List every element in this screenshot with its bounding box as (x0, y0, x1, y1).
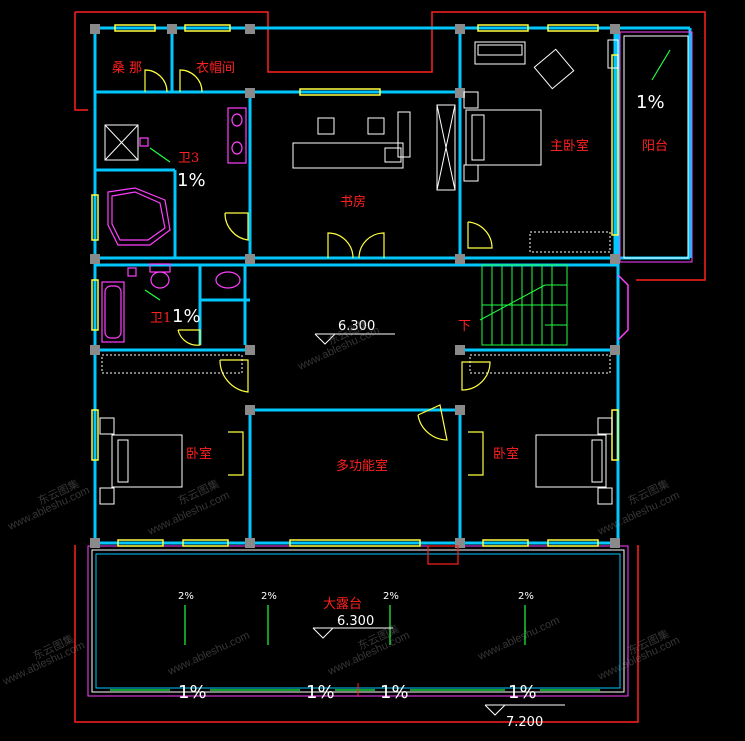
slope-terrace-1: 2% (178, 591, 194, 602)
elevation-base: 7.200 (506, 715, 543, 730)
room-cloakroom: 衣帽间 (196, 60, 235, 76)
walls (93, 26, 692, 545)
master-bedroom-furniture (463, 39, 619, 253)
bathroom-fixtures (101, 107, 247, 343)
slope-edge-4: 1% (508, 682, 537, 703)
watermarks: www.ableshu.com 东云图集 www.ableshu.com 东云图… (0, 316, 681, 688)
bay-window (617, 274, 629, 341)
room-bath1: 卫1 (150, 311, 171, 326)
terrace-door-frame (427, 545, 459, 565)
staircase (479, 264, 568, 346)
elevation-hall: 6.300 (338, 319, 375, 334)
outer-outline (74, 11, 706, 723)
slope-bath1: 1% (172, 306, 201, 327)
slope-balcony: 1% (636, 92, 665, 113)
slope-bath3: 1% (177, 170, 206, 191)
room-bath3: 卫3 (178, 151, 199, 166)
room-bedroom-right: 卧室 (493, 446, 519, 462)
slope-terrace-4: 2% (518, 591, 534, 602)
slope-terrace-2: 2% (261, 591, 277, 602)
elevation-markers (312, 333, 565, 716)
stair-down-label: 下 (458, 319, 471, 334)
bedroom-furniture (99, 354, 613, 505)
columns (90, 24, 620, 548)
room-terrace: 大露台 (323, 597, 362, 612)
slope-edge-2: 1% (306, 682, 335, 703)
svg-text:www.ableshu.com: www.ableshu.com (475, 614, 561, 663)
slope-edge-3: 1% (380, 682, 409, 703)
slope-terrace-3: 2% (383, 591, 399, 602)
slope-edge-1: 1% (178, 682, 207, 703)
svg-text:www.ableshu.com: www.ableshu.com (165, 629, 251, 678)
windows (91, 24, 619, 547)
room-sauna: 桑 那 (112, 61, 142, 76)
room-study: 书房 (340, 194, 366, 210)
shower-box (104, 124, 139, 161)
room-bedroom-left: 卧室 (186, 446, 212, 462)
room-balcony: 阳台 (642, 139, 668, 154)
study-furniture (292, 104, 456, 191)
room-multipurpose: 多功能室 (336, 458, 388, 474)
doors (144, 69, 493, 476)
elevation-terrace: 6.300 (337, 614, 374, 629)
room-master-bedroom: 主卧室 (550, 138, 589, 154)
slope-arrows (110, 49, 671, 691)
